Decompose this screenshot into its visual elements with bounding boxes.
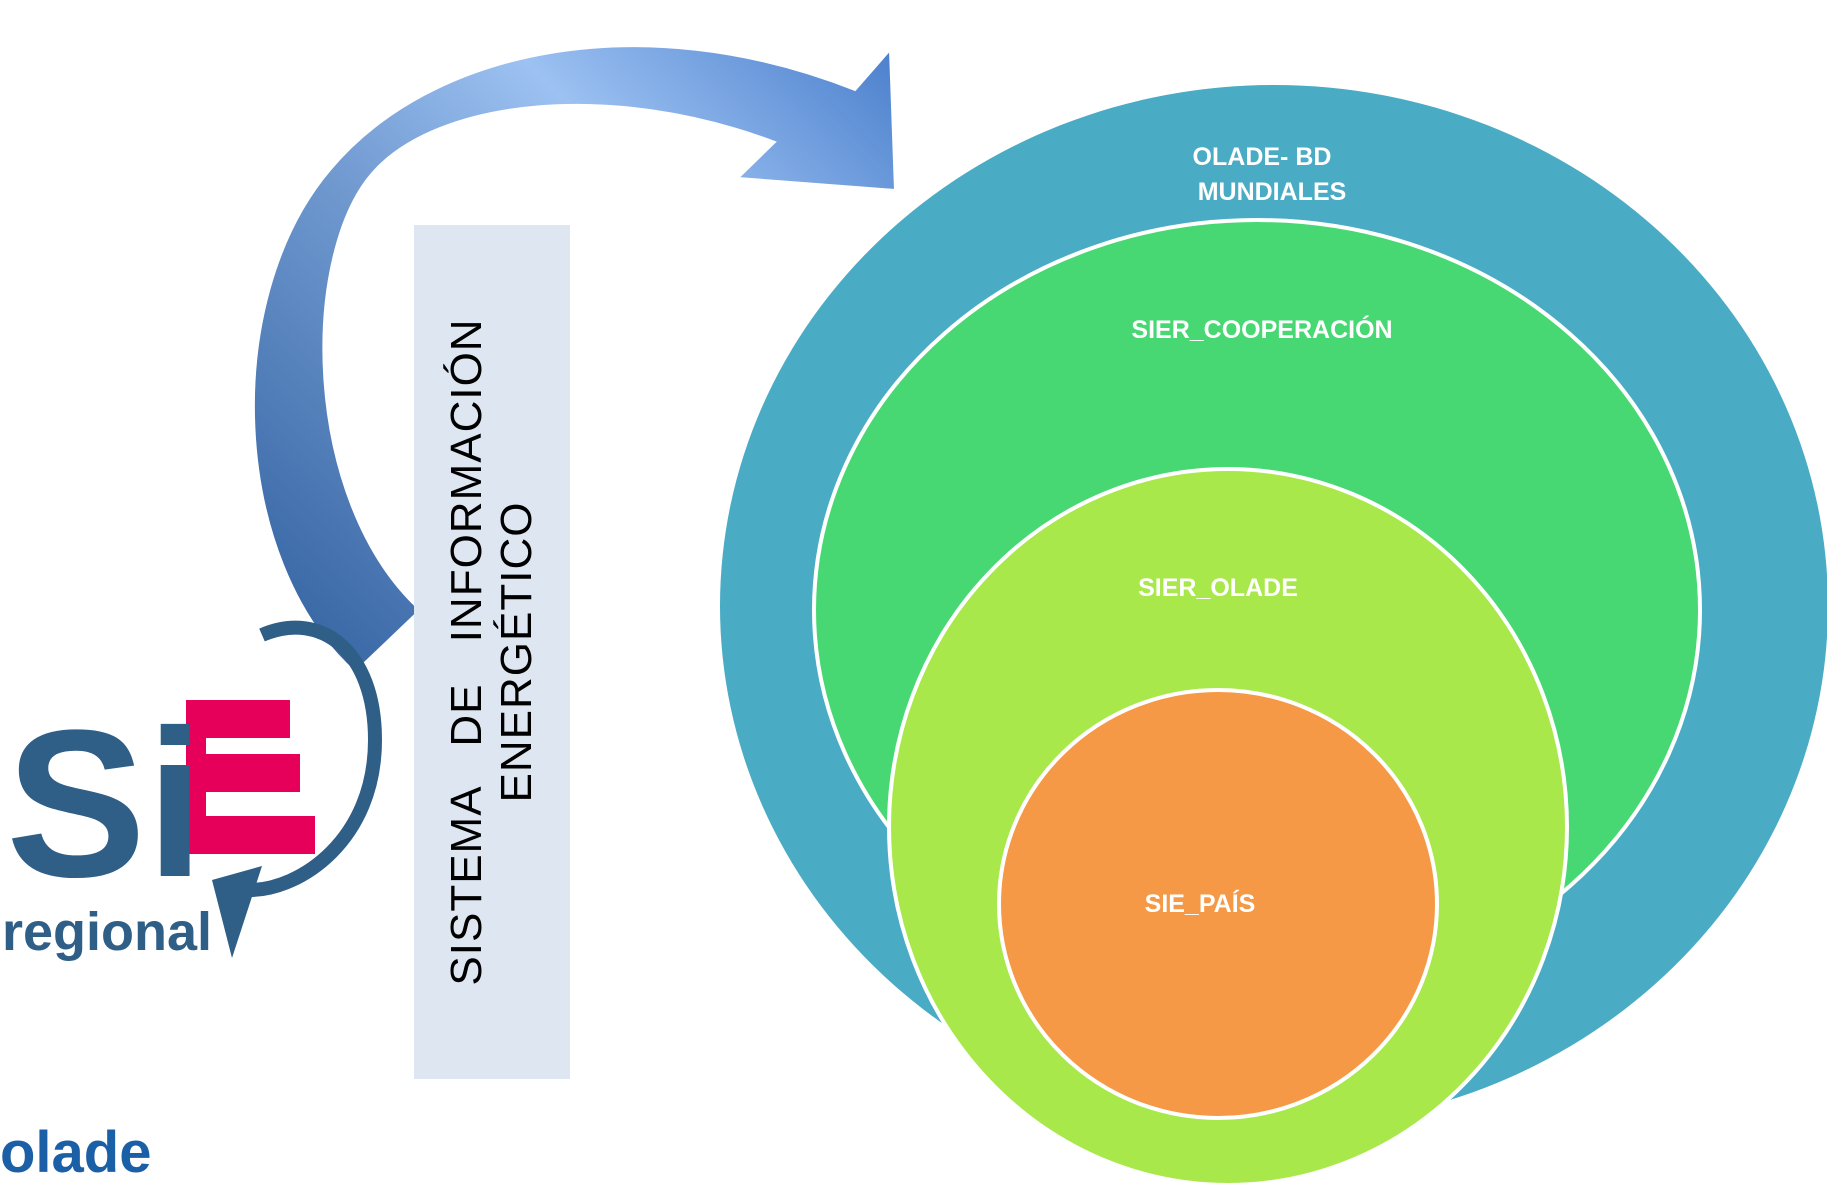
vertical-title-box: SISTEMA DE INFORMACIÓN ENERGÉTICO [414, 225, 570, 1079]
curved-arrow [252, 45, 897, 674]
circle-sie-pais [997, 688, 1439, 1120]
vertical-title-line2: ENERGÉTICO [492, 501, 541, 803]
label-olade-bd: OLADE- BD [1193, 143, 1332, 171]
nested-circles: OLADE- BD MUNDIALES SIER_COOPERACIÓN SIE… [720, 85, 1827, 1184]
logo-swoosh-tail [212, 866, 262, 958]
label-sier-cooperacion: SIER_COOPERACIÓN [1131, 314, 1392, 344]
logo-e-stem [186, 700, 206, 854]
logo-e-bar-top [190, 700, 290, 738]
logo-si-text: Si [6, 686, 204, 921]
vertical-title-line1: SISTEMA DE INFORMACIÓN [442, 318, 491, 986]
logo-regional-text: regional [2, 902, 212, 962]
vertical-title: SISTEMA DE INFORMACIÓN ENERGÉTICO [442, 225, 542, 1079]
sie-regional-logo: Si regional [2, 620, 383, 962]
label-mundiales: MUNDIALES [1198, 178, 1347, 206]
olade-logo: olade [0, 1120, 152, 1184]
label-sier-olade: SIER_OLADE [1138, 574, 1298, 602]
label-sie-pais: SIE_PAÍS [1145, 889, 1256, 918]
logo-e-bar-bottom [190, 816, 315, 854]
logo-swoosh [249, 620, 383, 897]
logo-e-bar-mid [190, 754, 300, 792]
